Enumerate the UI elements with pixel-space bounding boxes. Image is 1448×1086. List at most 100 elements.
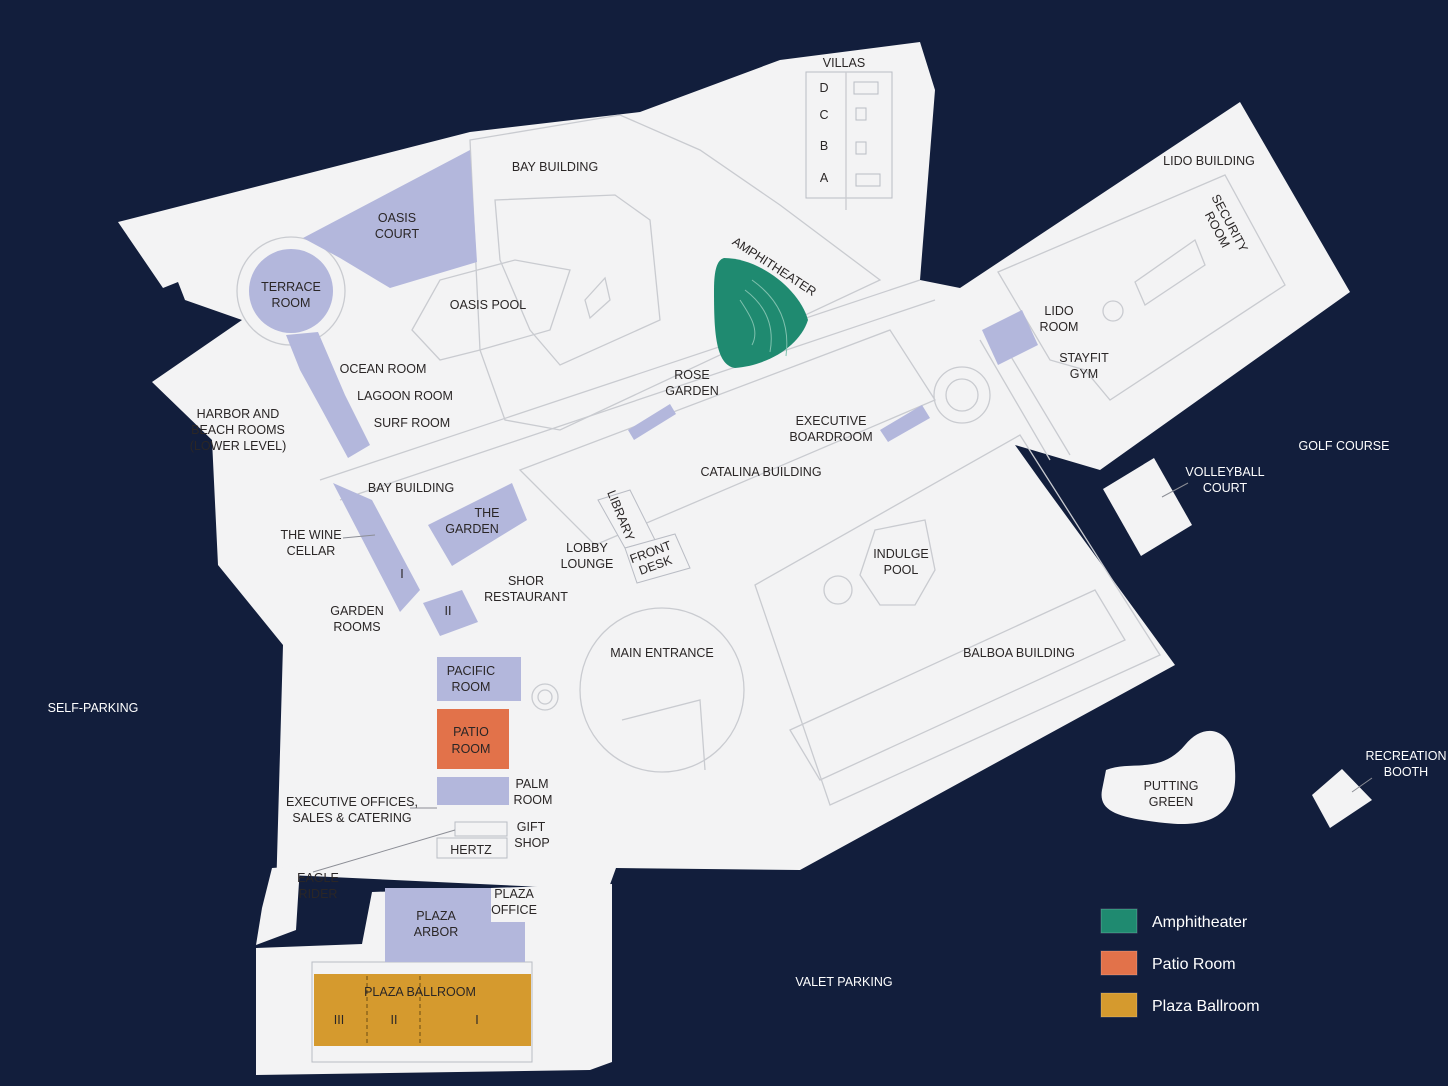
legend-item-patio-room[interactable]: Patio Room (1100, 950, 1236, 976)
legend-label-amphitheater: Amphitheater (1152, 914, 1248, 931)
label-oasis-court-1: OASIS (378, 211, 416, 225)
label-ocean-room: OCEAN ROOM (340, 362, 427, 376)
label-bay-building-north: BAY BUILDING (512, 160, 598, 174)
gift-shop-box (454, 821, 508, 837)
label-eagle-rider-1: EAGLE (297, 871, 339, 885)
garden-rooms-ii (423, 590, 478, 636)
label-executive-boardroom-2: BOARDROOM (789, 430, 872, 444)
oasis-pool-outline (411, 259, 571, 361)
label-catalina-building: CATALINA BUILDING (700, 465, 821, 479)
indulge-spa (823, 575, 853, 605)
label-rose-garden-2: GARDEN (665, 384, 718, 398)
legend-label-patio-room: Patio Room (1152, 956, 1236, 973)
label-lobby-lounge-1: LOBBY (566, 541, 608, 555)
label-lobby-lounge-2: LOUNGE (561, 557, 614, 571)
label-indulge-pool-1: INDULGE (873, 547, 929, 561)
legend-swatch-amphitheater (1100, 908, 1138, 934)
label-pacific-room-1: PACIFIC (447, 664, 495, 678)
label-the-wine-cellar-2: CELLAR (287, 544, 336, 558)
label-executive-offices-2: SALES & CATERING (292, 811, 411, 825)
label-golf-course: GOLF COURSE (1299, 439, 1390, 453)
label-gift-shop-1: GIFT (517, 820, 546, 834)
label-self-parking: SELF-PARKING (48, 701, 139, 715)
legend-swatch-patio-room (1100, 950, 1138, 976)
terrace-room (249, 249, 333, 333)
walkway-main (319, 279, 936, 501)
label-volleyball-court-1: VOLLEYBALL (1185, 465, 1264, 479)
label-putting-green-1: PUTTING (1144, 779, 1199, 793)
label-patio-room-1: PATIO (453, 725, 489, 739)
label-ballroom-ii: II (391, 1013, 398, 1027)
label-valet-parking: VALET PARKING (795, 975, 892, 989)
plaza-ballroom-shape[interactable] (314, 974, 531, 1046)
hertz-box (436, 837, 508, 859)
rose-garden-room (628, 404, 676, 440)
label-harbor-1: HARBOR AND (197, 407, 280, 421)
plaza-office-room (491, 922, 525, 962)
label-shor-restaurant-2: RESTAURANT (484, 590, 568, 604)
label-ballroom-iii: III (334, 1013, 344, 1027)
palm-room (437, 777, 509, 805)
label-garden-rooms-2: ROOMS (333, 620, 380, 634)
legend-swatch-plaza-ballroom (1100, 992, 1138, 1018)
label-oasis-court-2: COURT (375, 227, 420, 241)
villa-a-unit (855, 173, 881, 187)
lido-pool (1134, 238, 1206, 306)
label-executive-boardroom-1: EXECUTIVE (796, 414, 867, 428)
patio-room-shape[interactable] (437, 709, 509, 769)
label-terrace-room-1: TERRACE (261, 280, 321, 294)
amphitheater-shape[interactable] (714, 258, 808, 368)
label-gift-shop-2: SHOP (514, 836, 549, 850)
label-the-garden-1: THE (475, 506, 500, 520)
label-palm-room-2: ROOM (514, 793, 553, 807)
label-stayfit-gym-1: STAYFIT (1059, 351, 1109, 365)
label-stayfit-gym-2: GYM (1070, 367, 1098, 381)
legend-item-amphitheater[interactable]: Amphitheater (1100, 908, 1248, 934)
indulge-pool-outline (859, 519, 936, 606)
balboa-outline (754, 434, 1161, 806)
label-bay-building-south: BAY BUILDING (368, 481, 454, 495)
label-hertz: HERTZ (450, 843, 492, 857)
label-patio-room-2: ROOM (452, 742, 491, 756)
label-oasis-pool: OASIS POOL (450, 298, 526, 312)
meeting-rooms (249, 150, 1038, 962)
legend-item-plaza-ballroom[interactable]: Plaza Ballroom (1100, 992, 1260, 1018)
label-putting-green-2: GREEN (1149, 795, 1193, 809)
label-garden-rooms-i: I (400, 567, 403, 581)
eagle-rider-ground (256, 866, 300, 945)
villa-c-unit (855, 107, 867, 121)
lido-room (982, 310, 1038, 365)
label-plaza-arbor-1: PLAZA (416, 909, 456, 923)
label-villa-a: A (820, 171, 829, 185)
label-lido-room-1: LIDO (1044, 304, 1073, 318)
garden-rooms-i (333, 483, 420, 612)
label-palm-room-1: PALM (515, 777, 548, 791)
amphitheater-steps (739, 279, 788, 357)
label-the-wine-cellar-1: THE WINE (280, 528, 341, 542)
label-volleyball-court-2: COURT (1203, 481, 1248, 495)
pool-feature (584, 276, 611, 320)
highlighted-venues (314, 258, 808, 1046)
main-entrance-circle (579, 607, 745, 773)
label-terrace-room-2: ROOM (272, 296, 311, 310)
label-recreation-booth-1: RECREATION (1365, 749, 1446, 763)
pacific-fountain-inner (537, 689, 553, 705)
label-lido-building: LIDO BUILDING (1163, 154, 1255, 168)
label-plaza-office-2: OFFICE (491, 903, 537, 917)
pacific-room (437, 657, 521, 701)
the-garden-room (428, 483, 527, 566)
recreation-booth (1312, 769, 1372, 828)
label-indulge-pool-2: POOL (884, 563, 919, 577)
legend-label-plaza-ballroom: Plaza Ballroom (1152, 998, 1260, 1015)
label-ballroom-i: I (475, 1013, 478, 1027)
lido-building-outline (997, 174, 1286, 401)
label-shor-restaurant-1: SHOR (508, 574, 544, 588)
label-recreation-booth-2: BOOTH (1384, 765, 1428, 779)
label-balboa-building: BALBOA BUILDING (963, 646, 1075, 660)
label-villa-d: D (819, 81, 828, 95)
label-main-entrance: MAIN ENTRANCE (610, 646, 713, 660)
label-villas: VILLAS (823, 56, 865, 70)
legend: Amphitheater Patio Room Plaza Ballroom (1100, 908, 1260, 1018)
label-eagle-rider-2: RIDER (299, 887, 338, 901)
